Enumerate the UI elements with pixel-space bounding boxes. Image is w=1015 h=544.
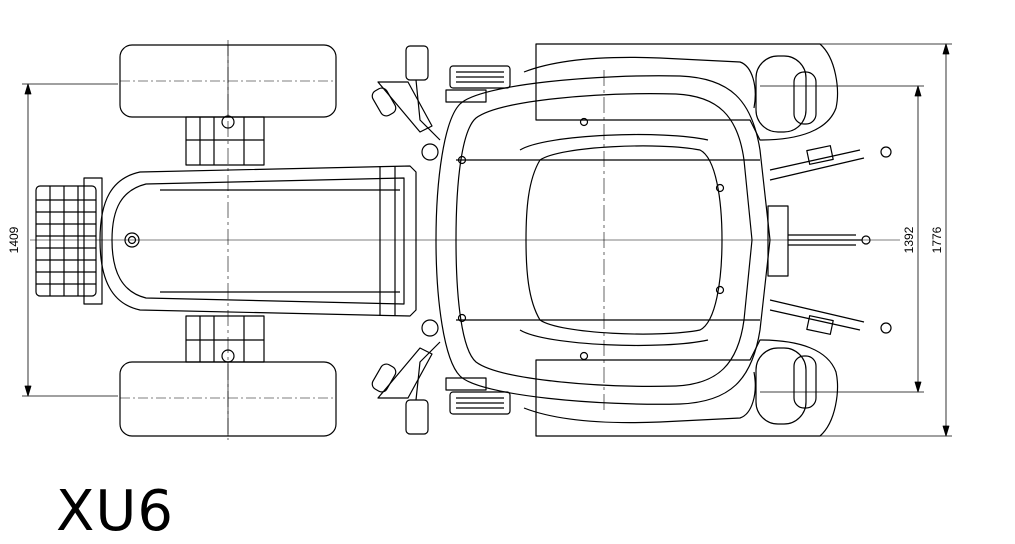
dimension-line-rear-track [760,85,924,393]
model-name-label: XU6 [56,479,174,544]
front-weight-block [35,177,103,305]
centerlines [30,40,900,440]
dimension-line-overall-width [820,43,952,437]
bonnet-hood [99,165,417,317]
rear-left-fender [523,43,839,141]
front-axle-hub-bottom [185,315,265,363]
rear-right-fender [523,339,839,437]
overall-width-dimension-label: 1776 [930,226,944,253]
dimension-line-front-track [22,83,118,397]
left-step-tread [445,65,511,103]
left-mirror-assembly [371,45,441,141]
front-axle-hub-top [185,115,265,166]
right-mirror-assembly [371,341,441,435]
right-step-tread [445,377,511,415]
cab-roof [421,75,771,405]
front-track-dimension-label: 1409 [7,226,21,253]
rear-track-dimension-label: 1392 [902,226,916,253]
